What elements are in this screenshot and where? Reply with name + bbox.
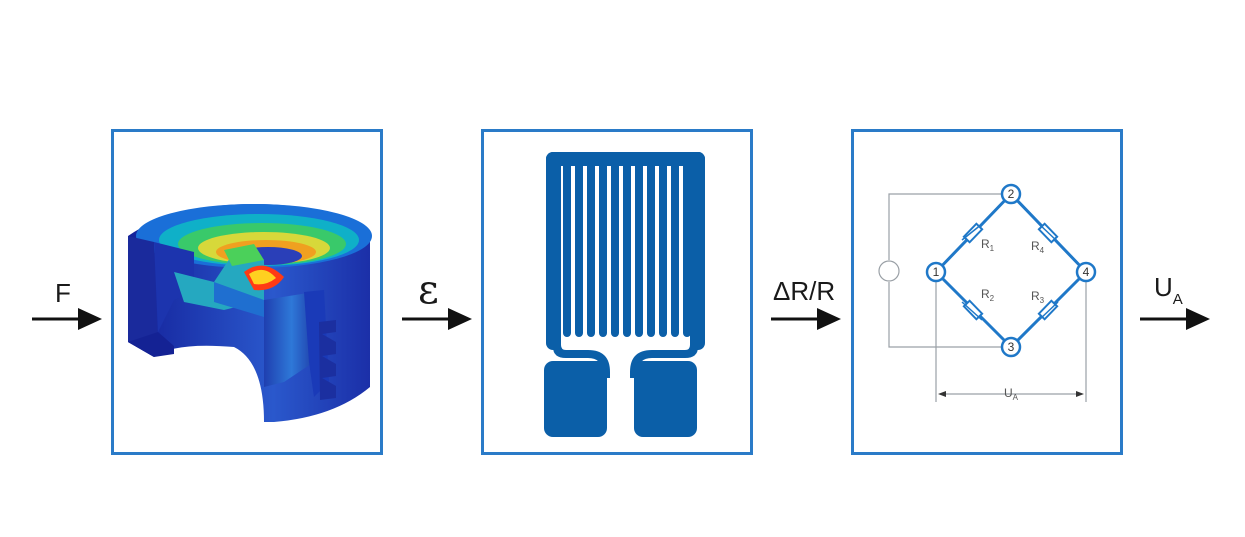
gauge-finger <box>647 152 655 337</box>
supply-source-icon <box>878 260 900 282</box>
gauge-finger <box>575 152 583 337</box>
resistor-r2-label: R2 <box>981 287 995 303</box>
resistor-r3-label: R3 <box>1031 289 1045 305</box>
gauge-finger <box>671 152 679 337</box>
bridge-circuit: 1 2 3 4 R1 R4 R2 R3 UA <box>878 183 1097 402</box>
node-4-label: 4 <box>1083 265 1090 279</box>
node-3-label: 3 <box>1008 340 1015 354</box>
resistor-r4-label: R4 <box>1031 239 1045 255</box>
gauge-finger <box>635 152 643 337</box>
load-cell-panel <box>111 129 383 455</box>
input-arrow <box>32 308 102 330</box>
node-1-label: 1 <box>933 265 940 279</box>
output-arrow <box>1140 308 1210 330</box>
gauge-finger <box>599 152 607 337</box>
gauge-top-bar <box>546 152 705 166</box>
resistance-arrow <box>771 308 841 330</box>
gauge-finger <box>683 152 691 337</box>
strain-gauge-illustration <box>544 152 705 437</box>
force-label: F <box>55 278 71 308</box>
output-voltage-label: UA <box>1154 272 1183 308</box>
wheatstone-bridge-panel: 1 2 3 4 R1 R4 R2 R3 UA <box>851 129 1123 455</box>
strain-arrow <box>402 308 472 330</box>
gauge-finger <box>659 152 667 337</box>
resistor-r1-label: R1 <box>981 237 995 253</box>
strain-gauge-panel <box>481 129 753 455</box>
gauge-finger <box>611 152 619 337</box>
gauge-finger <box>563 152 571 337</box>
node-2-label: 2 <box>1008 187 1015 201</box>
resistor-r2-icon <box>962 299 984 321</box>
strain-label: ε <box>418 267 439 313</box>
gauge-finger <box>587 152 595 337</box>
resistance-change-label: ΔR/R <box>773 276 836 306</box>
gauge-finger <box>623 152 631 337</box>
load-cell-illustration <box>128 204 372 422</box>
output-voltage-bridge-label: UA <box>1004 386 1019 402</box>
